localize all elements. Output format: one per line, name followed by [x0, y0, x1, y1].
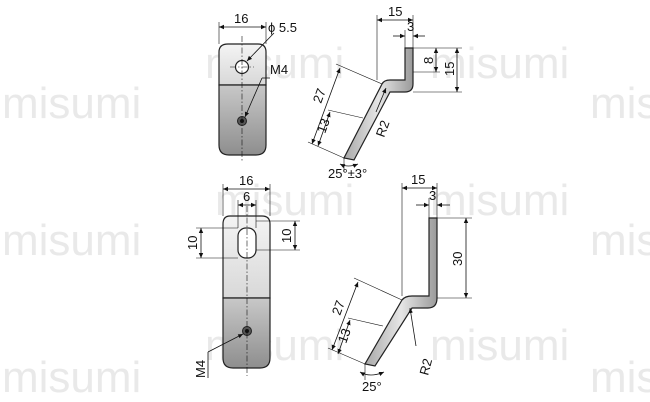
top-side-radius-label: R2 [373, 118, 393, 139]
watermark-12: misumi [590, 353, 650, 402]
top-side-profile [343, 47, 414, 161]
bottom-side-long-leg-label: 27 [329, 298, 348, 317]
top-side-radius-leader [375, 87, 387, 113]
top-side-ext-leg-top [335, 63, 383, 85]
top-side-short-leg-dim [317, 111, 331, 147]
watermark-8: misumi [590, 216, 650, 265]
top-side-thk-label: 3 [407, 19, 414, 34]
bottom-side-ext-leg-top [353, 277, 403, 301]
top-front-hole-label: ϕ 5.5 [268, 20, 297, 35]
top-front-view: 16 ϕ 5.5 M4 [218, 11, 297, 162]
bottom-front-slot-right-label: 10 [279, 229, 294, 243]
top-side-view: 15 3 8 15 27 13 R2 25°±3° [307, 4, 462, 181]
bottom-front-thread-label: M4 [193, 360, 208, 378]
bottom-front-thread-leader [207, 333, 244, 353]
bottom-side-angle-arc [359, 371, 385, 377]
watermark-1: misumi [2, 79, 141, 128]
watermark-4: misumi [590, 79, 650, 128]
top-front-thread-leader [244, 77, 263, 118]
bottom-side-long-leg-dim [331, 281, 359, 351]
bottom-side-angle-label: 25° [362, 379, 382, 394]
top-side-long-leg-dim [311, 67, 341, 145]
top-side-offset-label: 15 [388, 4, 402, 19]
bottom-side-thk-label: 3 [429, 188, 436, 203]
bottom-side-short-leg-label: 13 [335, 326, 354, 345]
top-side-long-leg-label: 27 [310, 86, 329, 105]
bottom-side-view: 15 3 30 27 13 R2 25° [327, 172, 472, 394]
bottom-front-slot-left-label: 10 [185, 236, 200, 250]
top-front-width-label: 16 [234, 11, 248, 26]
bottom-side-ext-leg-bot [327, 347, 366, 365]
top-side-angle-label: 25°±3° [328, 166, 367, 181]
top-side-ext-short [327, 109, 364, 119]
bottom-front-view: 16 6 10 10 M4 [185, 173, 300, 378]
bottom-front-slot-width-label: 6 [243, 189, 250, 204]
bottom-side-radius-leader [408, 307, 417, 347]
top-front-hole-leader [246, 32, 275, 62]
top-side-outer-height-label: 15 [442, 62, 457, 76]
top-side-ext-leg-bot [307, 141, 345, 159]
watermarks: misumi misumi misumi misumi misumi misum… [2, 39, 650, 402]
watermark-11: misumi [430, 321, 569, 370]
watermark-5: misumi [2, 216, 141, 265]
top-front-thread-label: M4 [270, 62, 288, 77]
bottom-front-width-label: 16 [239, 173, 253, 188]
bottom-side-short-leg-dim [337, 319, 351, 355]
top-side-short-leg-label: 13 [314, 116, 333, 135]
bottom-side-radius-label: R2 [416, 357, 435, 377]
bottom-front-thread-core [245, 329, 249, 333]
top-side-inner-height-label: 8 [421, 57, 436, 64]
watermark-7: misumi [430, 176, 569, 225]
watermark-9: misumi [2, 353, 141, 402]
top-side-angle-arc [339, 163, 359, 169]
watermark-3: misumi [430, 39, 569, 88]
bottom-side-height-label: 30 [450, 252, 465, 266]
bottom-side-profile [364, 217, 438, 367]
bottom-side-ext-short [347, 317, 384, 327]
bottom-side-offset-label: 15 [411, 172, 425, 187]
